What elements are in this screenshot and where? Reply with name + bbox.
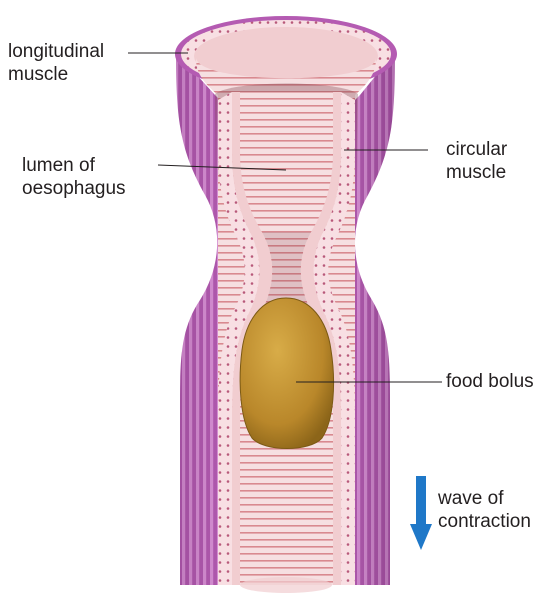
food-bolus [240, 298, 333, 449]
label-circular-muscle: circular muscle [446, 138, 507, 184]
down-arrow-icon [410, 476, 432, 550]
label-food-bolus: food bolus [446, 370, 534, 393]
label-wave: wave of contraction [438, 487, 531, 533]
label-longitudinal-muscle: longitudinal muscle [8, 40, 104, 86]
label-lumen: lumen of oesophagus [22, 154, 126, 200]
